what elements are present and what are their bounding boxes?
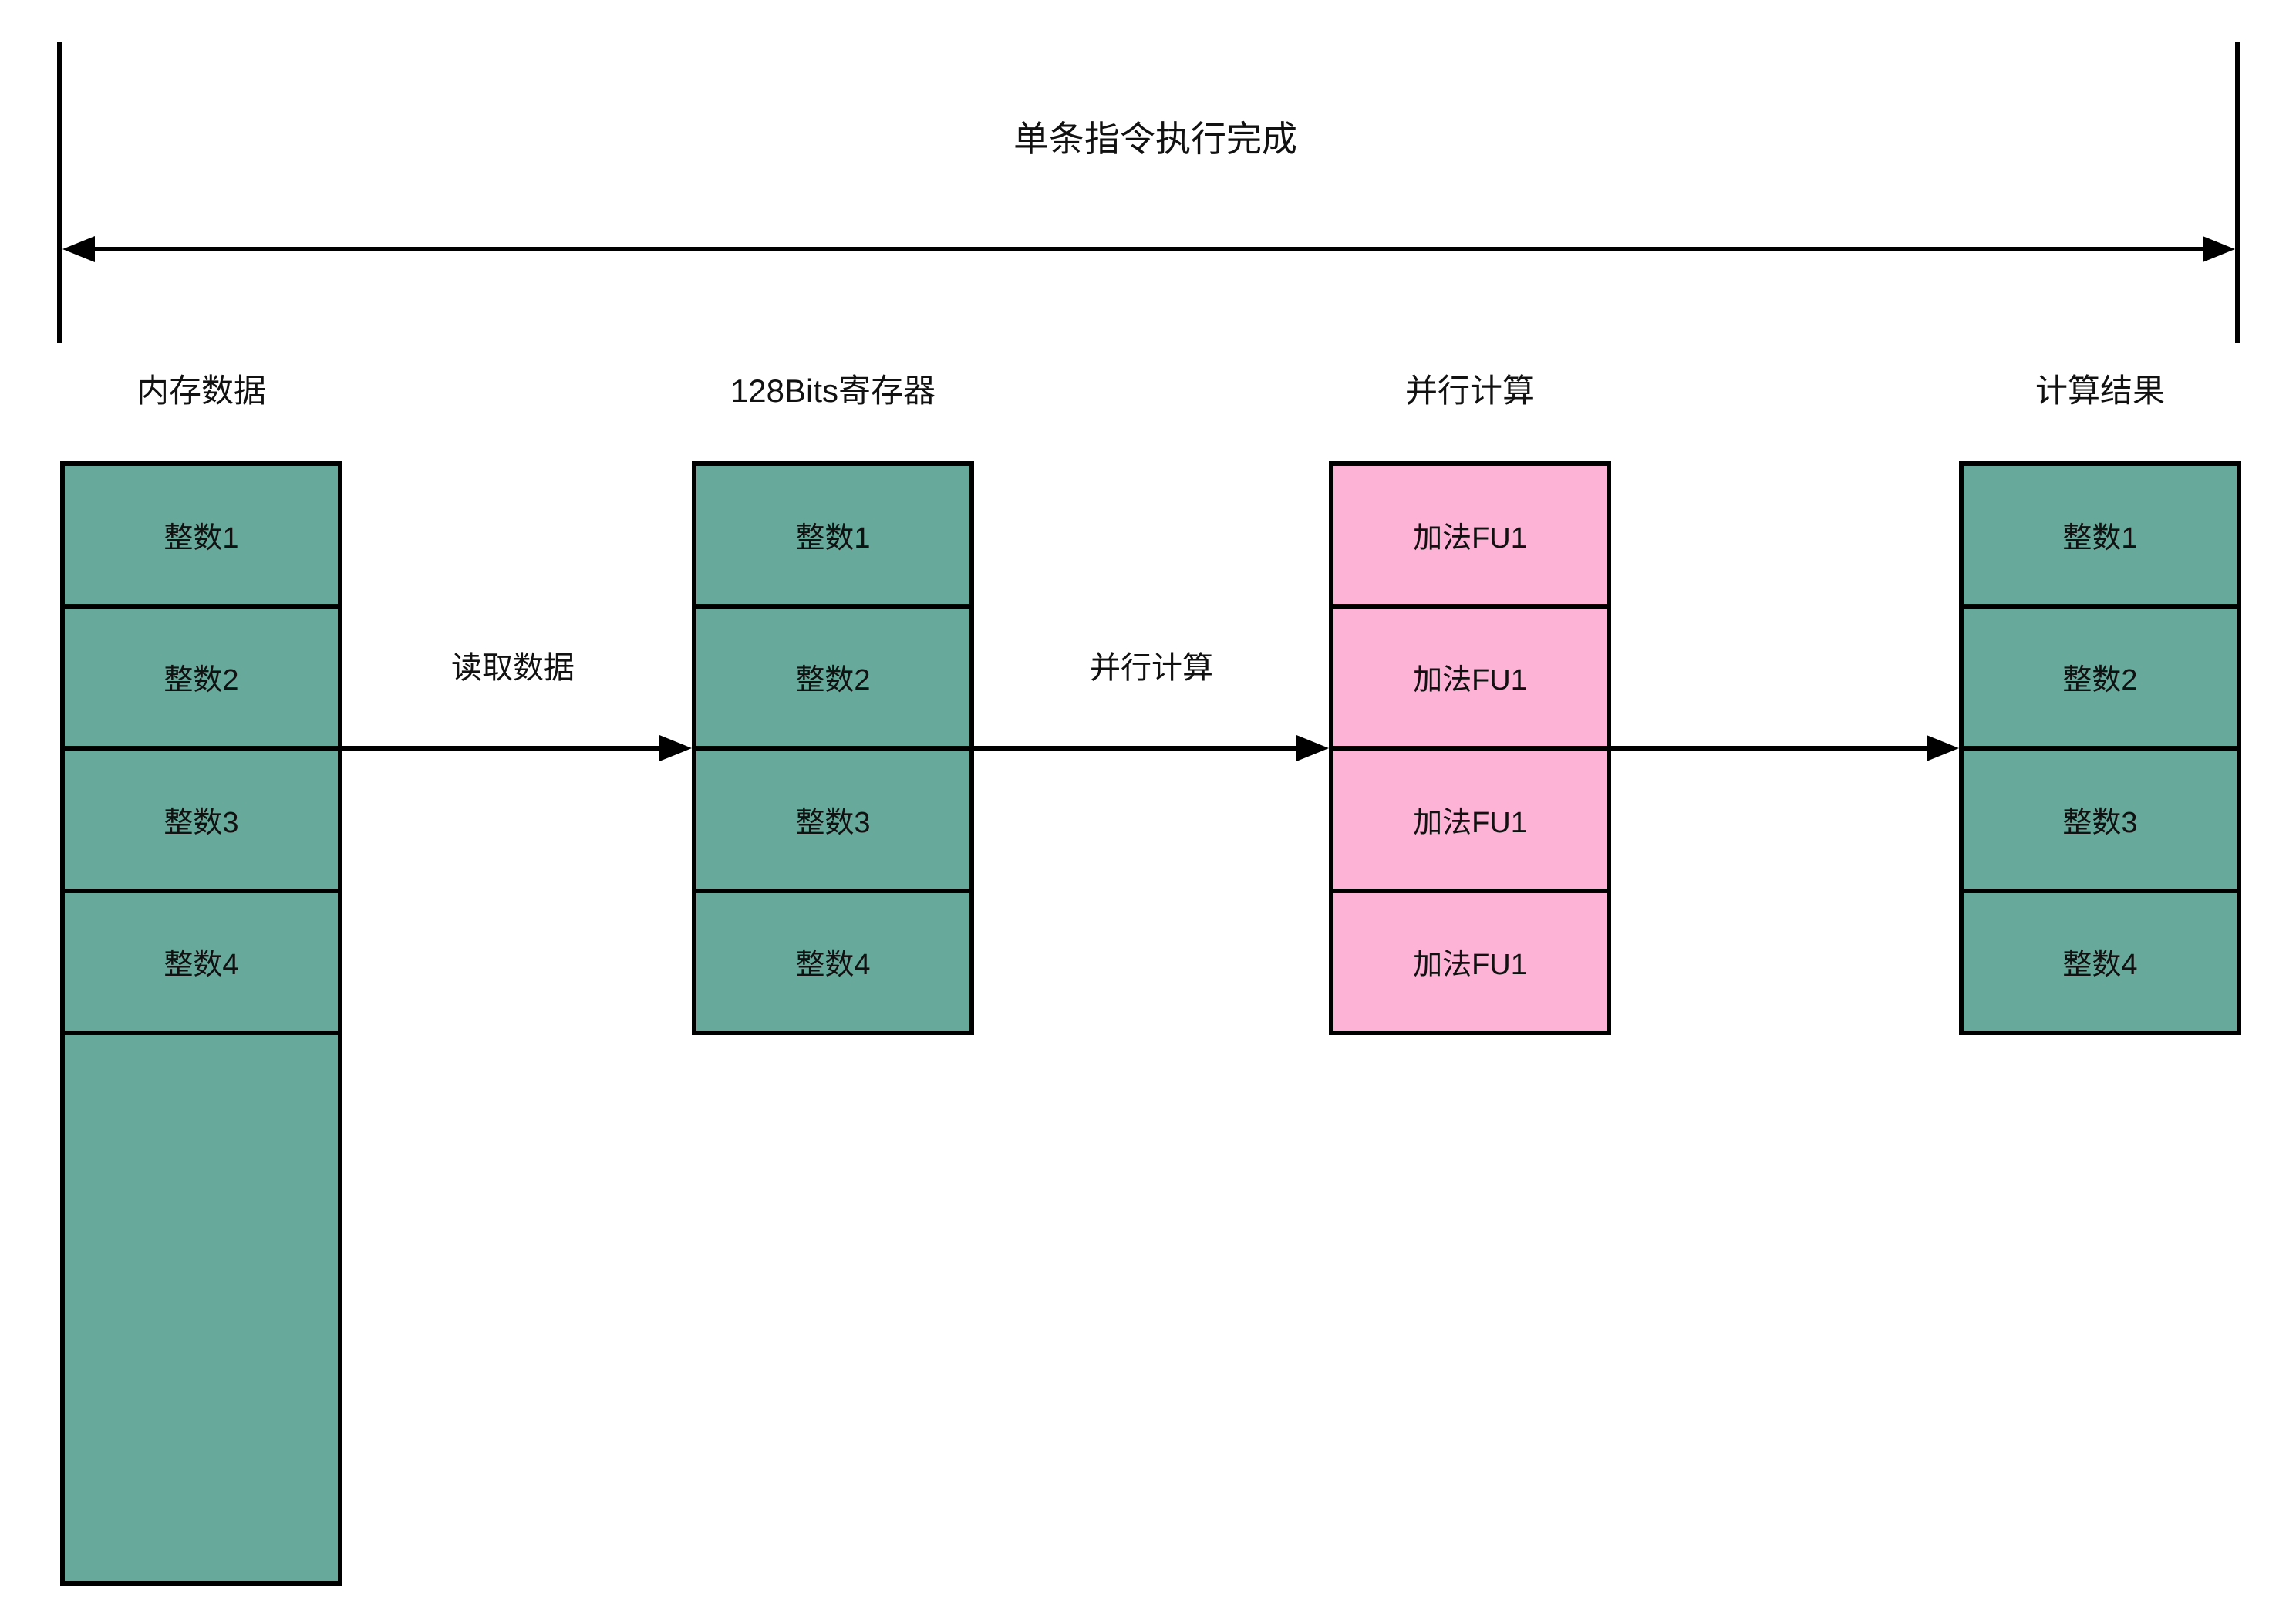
arrow-label-read-data: 读取数据 — [451, 651, 575, 685]
header-128bit-register: 128Bits寄存器 — [730, 373, 936, 409]
measure-title: 单条指令执行完成 — [1013, 119, 1297, 159]
memory-cell-int3: 整数3 — [65, 751, 338, 893]
result-box: 整数1 整数2 整数3 整数4 — [1959, 461, 2241, 1035]
register-cell-int1: 整数1 — [696, 466, 969, 609]
arrow-label-parallel-compute: 并行计算 — [1090, 651, 1213, 685]
memory-extra-block — [60, 1031, 342, 1586]
result-cell-int3: 整数3 — [1964, 751, 2237, 893]
header-memory-data: 内存数据 — [136, 373, 266, 409]
arrow-to-result-line — [1611, 746, 1927, 751]
arrow-parallel-compute-line — [974, 746, 1296, 751]
register-cell-int3: 整数3 — [696, 751, 969, 893]
arrowhead-to-result-icon — [1927, 735, 1959, 761]
fu-cell-1: 加法FU1 — [1333, 466, 1607, 609]
measure-tick-left — [57, 42, 62, 343]
arrowhead-read-data-icon — [659, 735, 692, 761]
fu-cell-3: 加法FU1 — [1333, 751, 1607, 893]
header-compute-result: 计算结果 — [2035, 373, 2165, 409]
register-cell-int4: 整数4 — [795, 949, 871, 982]
header-parallel-compute: 并行计算 — [1404, 373, 1535, 409]
arrowhead-left-icon — [62, 236, 95, 262]
measure-span-line — [77, 247, 2217, 251]
fu-cell-4: 加法FU1 — [1413, 949, 1527, 982]
memory-data-box: 整数1 整数2 整数3 整数4 — [60, 461, 342, 1035]
arrow-read-data-line — [342, 746, 661, 751]
result-cell-int1: 整数1 — [1964, 466, 2237, 609]
result-cell-int4: 整数4 — [2062, 949, 2138, 982]
arrowhead-right-icon — [2203, 236, 2235, 262]
memory-cell-int1: 整数1 — [65, 466, 338, 609]
arrowhead-parallel-compute-icon — [1296, 735, 1329, 761]
memory-cell-int4: 整数4 — [164, 949, 239, 982]
register-cell-int2: 整数2 — [696, 609, 969, 751]
fu-cell-2: 加法FU1 — [1333, 609, 1607, 751]
result-cell-int2: 整数2 — [1964, 609, 2237, 751]
measure-tick-right — [2235, 42, 2240, 343]
memory-cell-int2: 整数2 — [65, 609, 338, 751]
parallel-fu-box: 加法FU1 加法FU1 加法FU1 加法FU1 — [1329, 461, 1611, 1035]
register-box: 整数1 整数2 整数3 整数4 — [692, 461, 974, 1035]
